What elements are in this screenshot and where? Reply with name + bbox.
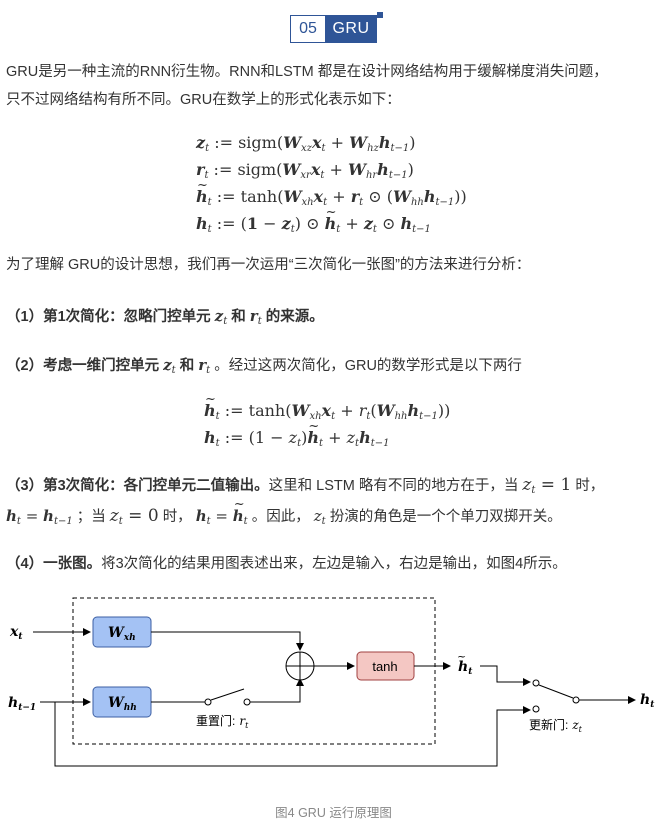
step-3-text-e: 。因此， xyxy=(251,509,310,525)
step-2-tail: 。经过这两次简化，GRU的数学形式是以下两行 xyxy=(214,358,522,374)
section-title: GRU xyxy=(325,15,377,43)
step-1: （1）第1次简化：忽略门控单元 zt 和 rt 的来源。 xyxy=(6,307,324,327)
gru-equations: zt := sigm(Wxzxt + Whzht−1) rt := sigm(W… xyxy=(196,129,467,237)
step-1-label: （1）第1次简化：忽略门控单元 xyxy=(6,309,211,325)
reset-gate-label: 重置门:rt xyxy=(196,713,249,730)
equation-reset-gate: rt := sigm(Wxrxt + Whrht−1) xyxy=(196,160,414,181)
output-label: ht xyxy=(640,692,655,710)
step-3-text-f: 扮演的角色是一个个单刀双掷开关。 xyxy=(329,509,562,525)
lead-paragraph: 为了理解 GRU的设计思想，我们再一次运用“三次简化一张图”的方法来进行分析： xyxy=(6,257,531,273)
figure-caption: 图4 GRU 运行原理图 xyxy=(275,806,392,820)
step-1-tail: 的来源。 xyxy=(265,309,324,325)
section-badge: 05 GRU xyxy=(290,12,383,43)
equation-hidden: ht := (1 − zt) ⊙ ht + zt ⊙ ht−1 xyxy=(196,199,467,237)
update-switch-top xyxy=(532,679,540,687)
candidate-to-update xyxy=(480,665,531,686)
simplified-hidden: ht := (1 − zt)ht + ztht−1 xyxy=(204,413,450,451)
equation-update-gate: zt := sigm(Wxzxt + Whzht−1) xyxy=(196,133,416,154)
step-2: （2）考虑一维门控单元 zt 和 rt 。经过这两次简化，GRU的数学形式是以下… xyxy=(6,356,522,376)
whh-label: Whh xyxy=(108,695,137,713)
update-switch-bottom xyxy=(532,705,540,713)
update-switch-out xyxy=(572,696,580,704)
intro-line-2: 只不过网络结构有所不同。GRU在数学上的形式化表示如下： xyxy=(6,92,401,108)
reset-switch-blade xyxy=(210,688,245,701)
step-4-text: 将3次简化的结果用图表述出来，左边是输入，右边是输出，如图4所示。 xyxy=(101,556,567,572)
wxh-label: Wxh xyxy=(108,625,136,643)
input-x-label: xt xyxy=(9,624,23,642)
step-3-label: （3）第3次简化：各门控单元二值输出。 xyxy=(6,478,269,494)
section-number: 05 xyxy=(290,15,325,43)
reset-switch-left xyxy=(204,698,212,706)
step-3-text-d: 时， xyxy=(162,509,192,525)
reset-to-sum xyxy=(250,678,304,703)
step-2-and: 和 xyxy=(179,358,195,374)
intro-paragraph: GRU是另一种主流的RNN衍生物。RNN和LSTM 都是在设计网络结构用于缓解梯… xyxy=(6,58,659,114)
skip-connection xyxy=(54,702,531,767)
step-4-label: （4）一张图。 xyxy=(6,556,102,572)
gru-diagram: xt ht−1 Wxh Whh 重置门:rt tanh ht ~ 更新门:zt … xyxy=(8,597,655,767)
step-4: （4）一张图。将3次简化的结果用图表述出来，左边是输入，右边是输出，如图4所示。 xyxy=(6,550,659,578)
wxh-to-sum xyxy=(151,631,304,651)
svg-text:~: ~ xyxy=(457,650,466,663)
step-3-text-c: ；当 xyxy=(76,509,106,525)
step-2-label: （2）考虑一维门控单元 xyxy=(6,358,160,374)
step-3-text-b: 时， xyxy=(575,478,605,494)
input-h-label: ht−1 xyxy=(8,695,36,713)
step-3-text-a: 这里和 LSTM 略有不同的地方在于，当 xyxy=(268,478,519,494)
update-switch-blade xyxy=(538,684,574,699)
reset-switch-right xyxy=(243,698,251,706)
step-1-and: 和 xyxy=(231,309,246,325)
intro-line-1: GRU是另一种主流的RNN衍生物。RNN和LSTM 都是在设计网络结构用于缓解梯… xyxy=(6,64,608,80)
update-gate-label: 更新门:zt xyxy=(529,717,583,734)
simplified-candidate: ht := tanh(Wxhxt + rt(Whhht−1)) xyxy=(204,386,450,424)
dashed-boundary xyxy=(72,597,436,745)
step-3: （3）第3次简化：各门控单元二值输出。这里和 LSTM 略有不同的地方在于，当 … xyxy=(6,470,659,532)
simplified-equations: ht := tanh(Wxhxt + rt(Whhht−1)) ht := (1… xyxy=(204,386,450,451)
tanh-label: tanh xyxy=(372,659,397,674)
badge-corner-decoration xyxy=(377,12,383,18)
